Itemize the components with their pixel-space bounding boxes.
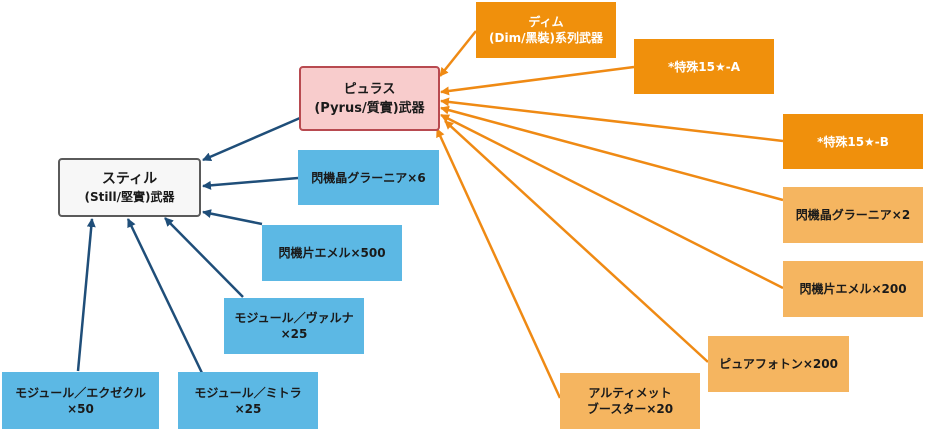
special-15-star-b-label: *特殊15★-B (817, 134, 889, 149)
arrow-pyrus-to-still (202, 116, 301, 162)
pure-photon-label: ピュアフォトン×200 (719, 357, 838, 371)
flash-piece-x200-label: 閃機片エメル×200 (799, 282, 907, 296)
module-varna-title: モジュール／ヴァルナ (234, 311, 354, 325)
arrow-module-mitra-to-still (126, 218, 204, 374)
module-varna-node: モジュール／ヴァルナ ×25 (224, 298, 364, 354)
arrow-flash-piece-200-to-pyrus (440, 113, 784, 290)
dim-weapon-node: ディム (Dim/黑裝)系列武器 (476, 2, 616, 58)
arrow-ultimate-booster-to-pyrus (435, 128, 562, 399)
flash-crystal-x2-label: 閃機晶グラーニア×2 (795, 208, 911, 222)
special-15-star-a-label: *特殊15★-A (667, 59, 740, 74)
module-exegkl-title: モジュール／エクゼクル (15, 385, 146, 400)
module-mitra-title: モジュール／ミトラ (194, 385, 302, 400)
still-weapon-node: スティル (Still/堅實)武器 (58, 158, 201, 217)
still-subtitle: (Still/堅實)武器 (84, 189, 175, 204)
module-varna-count: ×25 (280, 327, 308, 341)
pyrus-title: ピュラス (343, 81, 396, 97)
arrow-special-b-to-pyrus (440, 97, 784, 143)
special-15-star-b-node: *特殊15★-B (783, 114, 923, 169)
pyrus-weapon-node: ピュラス (Pyrus/質實)武器 (299, 66, 440, 131)
module-mitra-count: ×25 (234, 401, 262, 416)
arrow-module-varna-to-still (164, 217, 244, 298)
arrow-flash-crystal-6-to-still (202, 176, 299, 190)
arrow-module-exegkl-to-still (76, 218, 96, 372)
pure-photon-node: ピュアフォトン×200 (708, 336, 849, 392)
dim-title: ディム (528, 15, 564, 29)
flash-crystal-x6-label: 閃機晶グラーニア×6 (311, 170, 426, 185)
ultimate-booster-title: アルティメット (588, 386, 672, 400)
flash-piece-x200-node: 閃機片エメル×200 (783, 261, 923, 317)
flash-crystal-x2-node: 閃機晶グラーニア×2 (783, 187, 923, 243)
arrow-pure-photon-to-pyrus (444, 120, 709, 363)
arrow-flash-crystal-2-to-pyrus (440, 105, 784, 202)
arrow-dim-to-pyrus (439, 30, 477, 77)
dim-subtitle: (Dim/黑裝)系列武器 (489, 31, 603, 45)
module-mitra-node: モジュール／ミトラ ×25 (178, 372, 318, 429)
pyrus-subtitle: (Pyrus/質實)武器 (314, 100, 425, 116)
flash-piece-x500-node: 閃機片エメル×500 (262, 225, 402, 281)
ultimate-booster-node: アルティメット ブースター×20 (560, 373, 700, 429)
ultimate-booster-count: ブースター×20 (586, 402, 674, 416)
arrow-special-a-to-pyrus (440, 65, 635, 96)
arrow-flash-piece-500-to-still (202, 209, 263, 226)
flash-piece-x500-label: 閃機片エメル×500 (278, 246, 386, 260)
still-title: スティル (101, 170, 158, 187)
module-exegkl-count: ×50 (67, 401, 94, 416)
flash-crystal-x6-node: 閃機晶グラーニア×6 (298, 150, 439, 205)
special-15-star-a-node: *特殊15★-A (634, 39, 774, 94)
module-exegkl-node: モジュール／エクゼクル ×50 (2, 372, 159, 429)
